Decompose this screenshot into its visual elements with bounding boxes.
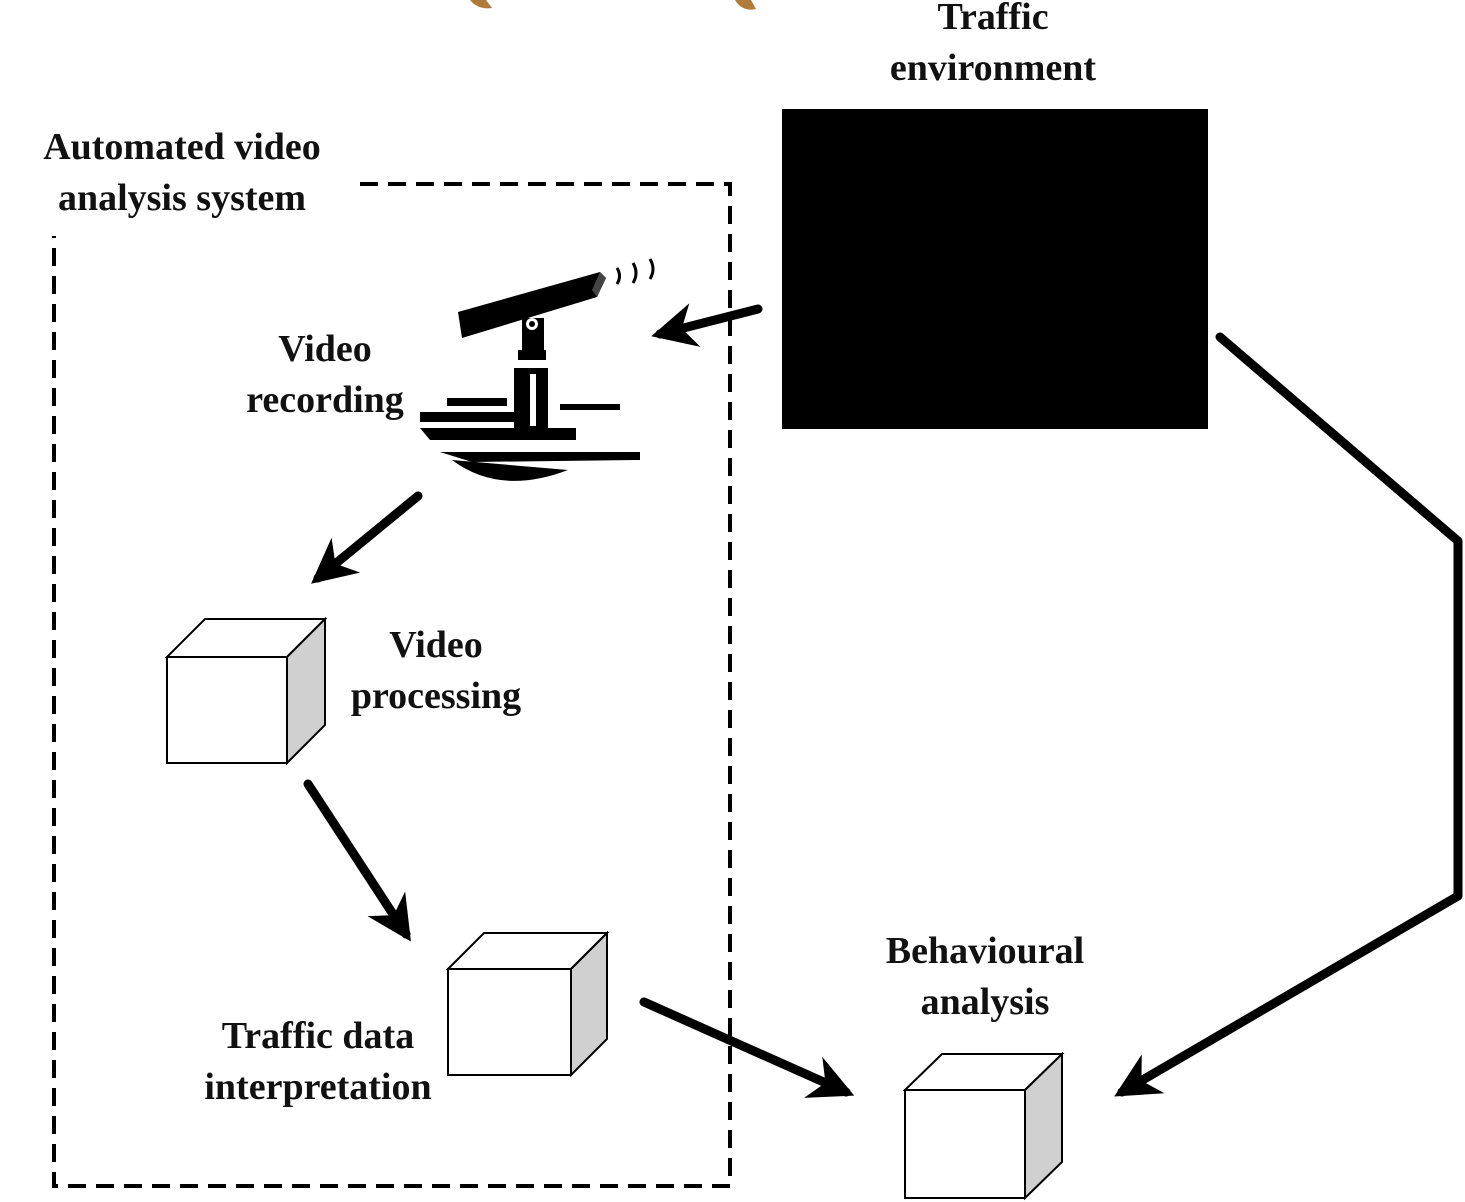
video-camera-icon xyxy=(420,258,655,481)
behavioural-analysis-cube xyxy=(902,1051,1065,1201)
system-boundary xyxy=(52,182,732,1188)
arrow-processing-to-interpretation xyxy=(303,779,411,942)
system-title: Automated video analysis system xyxy=(43,126,321,219)
video-processing-cube xyxy=(164,616,328,766)
traffic-environment-label: Traffic environment xyxy=(889,0,1097,89)
traffic-data-cube xyxy=(445,930,610,1078)
traffic-data-interpretation-label: Traffic data interpretation xyxy=(204,1015,432,1108)
arrow-environment-to-behavioural xyxy=(1114,332,1463,1097)
top-decoration xyxy=(470,0,756,10)
behavioural-analysis-label: Behavioural analysis xyxy=(885,930,1085,1023)
arrow-camera-to-processing xyxy=(311,491,423,584)
arrow-environment-to-camera xyxy=(651,303,763,347)
video-processing-label: Video processing xyxy=(350,624,522,717)
video-recording-label: Video recording xyxy=(246,328,404,421)
traffic-environment-box xyxy=(782,109,1208,429)
arrow-interpretation-to-behavioural xyxy=(639,997,855,1098)
